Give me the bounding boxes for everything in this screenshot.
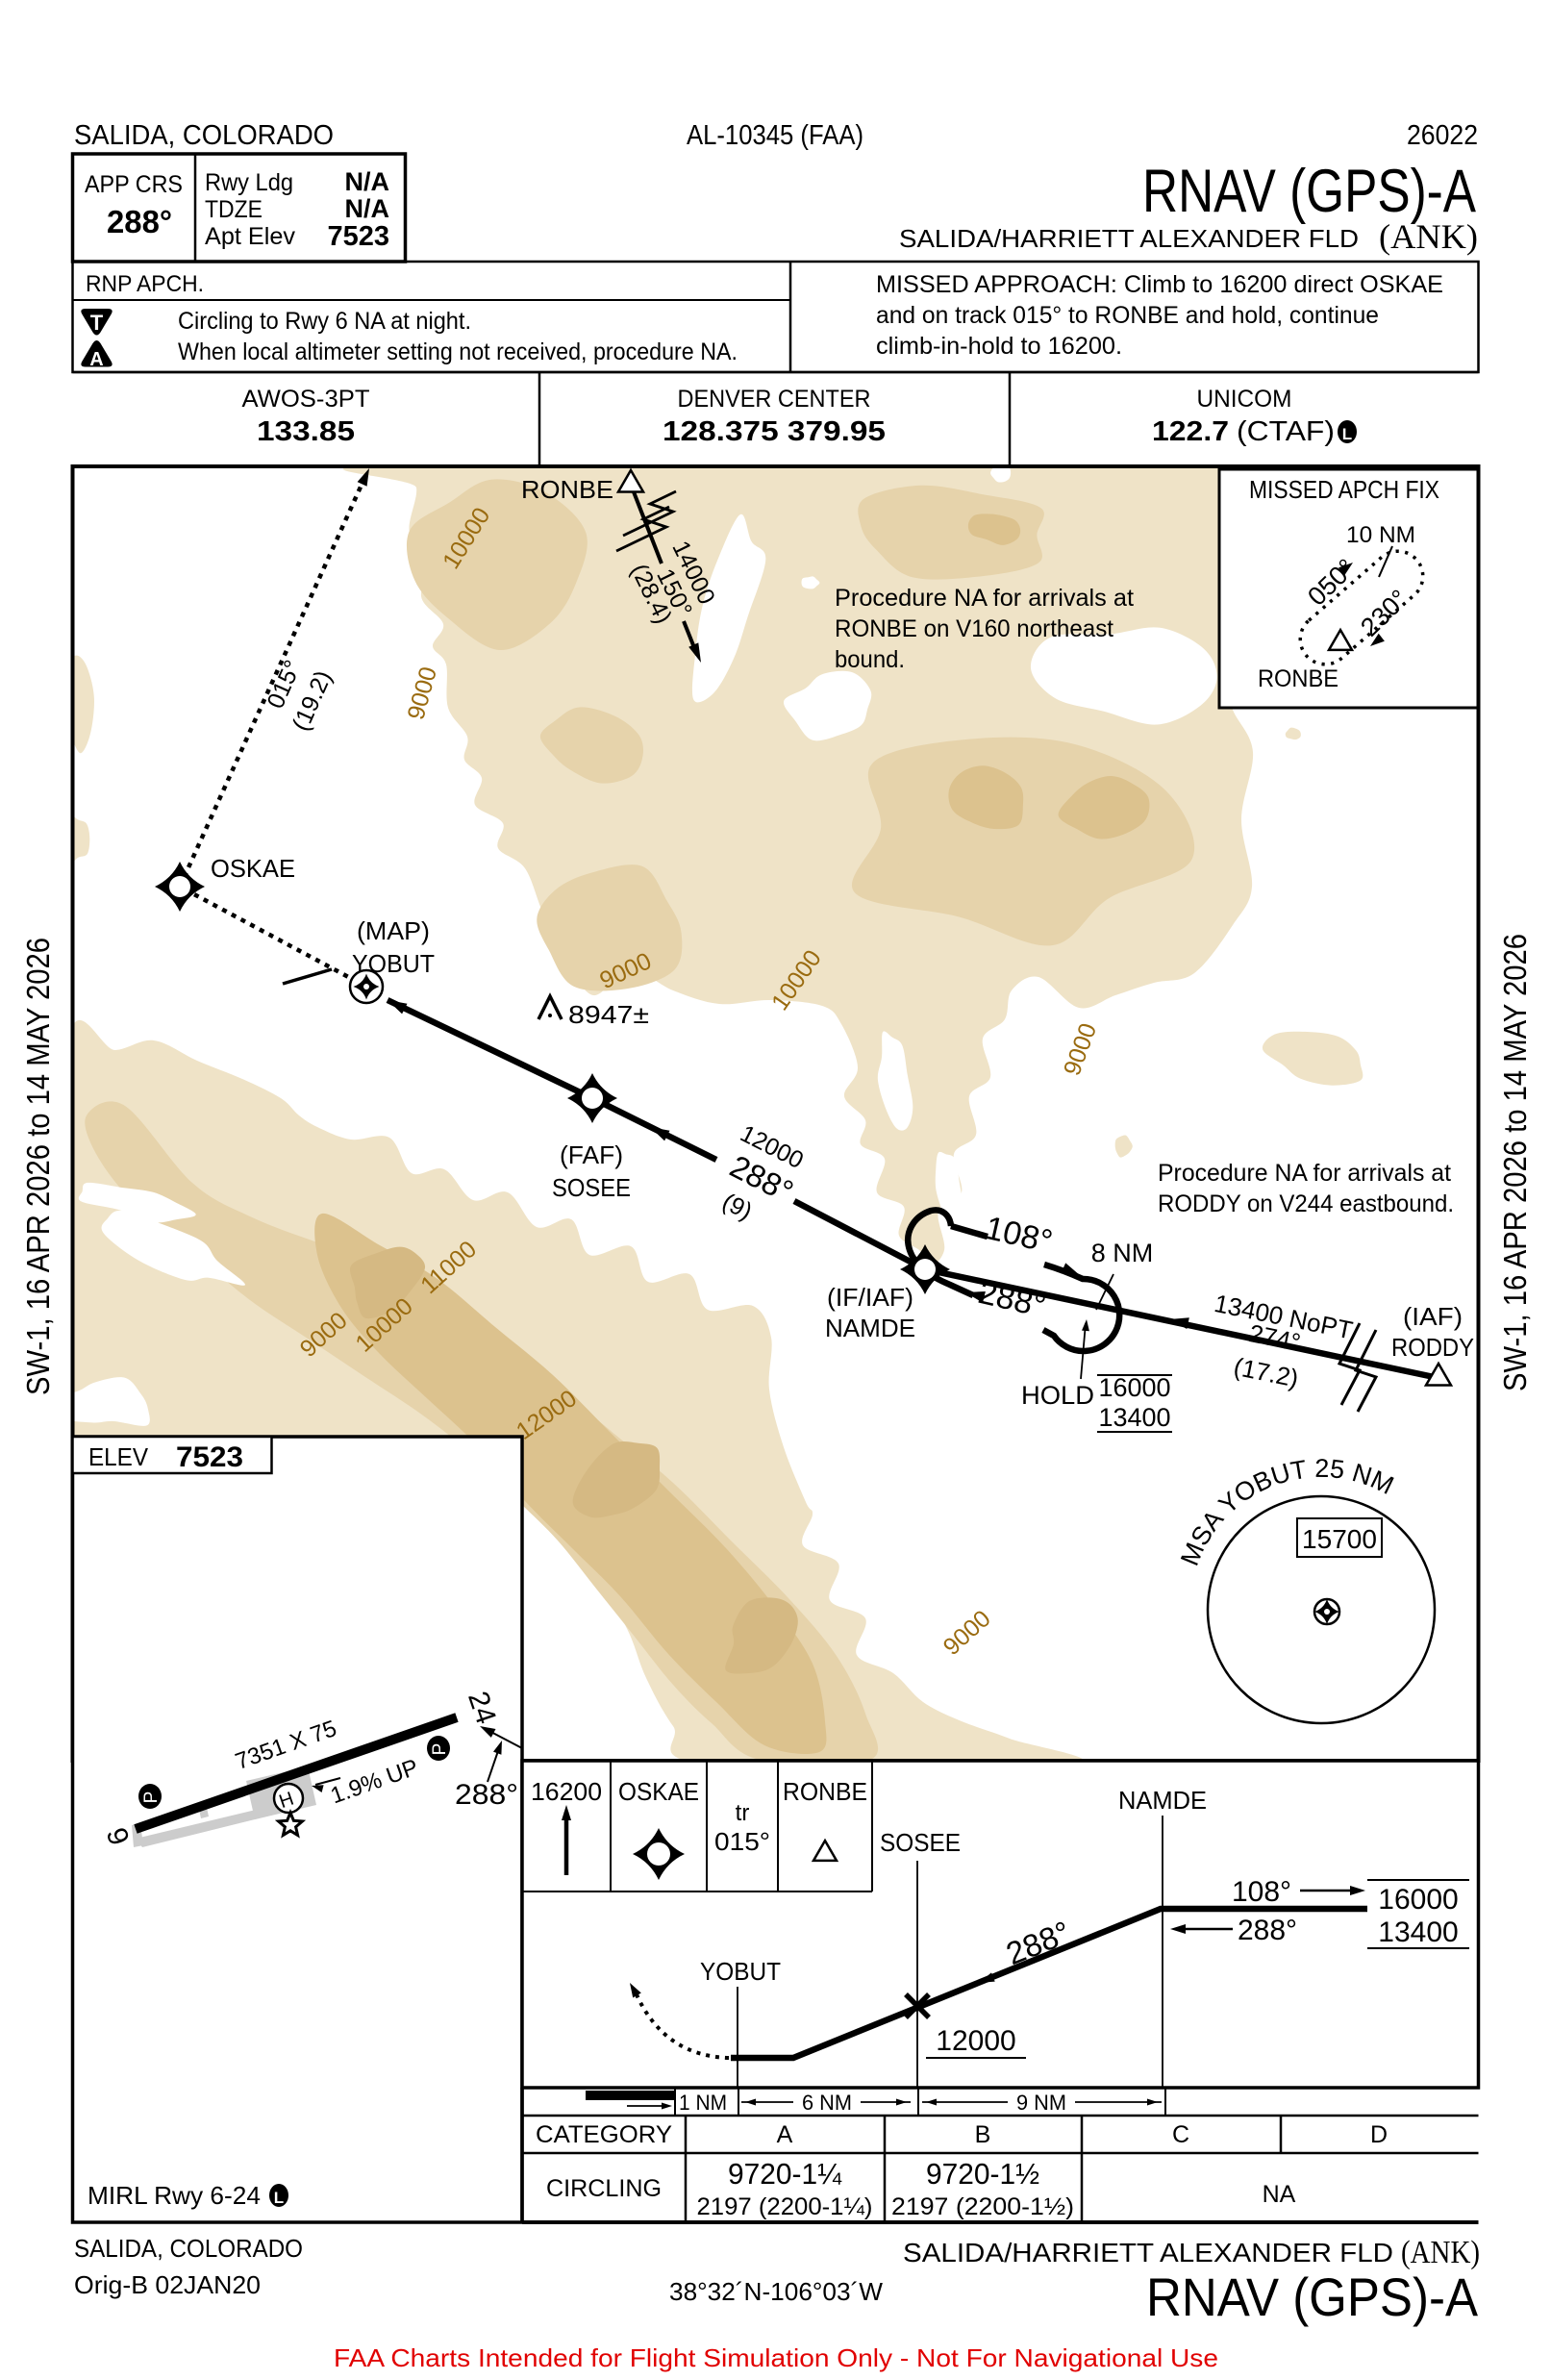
svg-text:9720-1½: 9720-1½ (926, 2157, 1039, 2191)
svg-text:Procedure NA for arrivals at: Procedure NA for arrivals at (835, 585, 1134, 612)
svg-text:A: A (89, 349, 103, 370)
svg-text:2197 (2200-1¼): 2197 (2200-1¼) (697, 2193, 873, 2220)
svg-text:T: T (90, 311, 104, 335)
svg-text:13400: 13400 (1378, 1917, 1458, 1948)
svg-text:N/A: N/A (345, 194, 390, 223)
svg-text:RNAV (GPS)-A: RNAV (GPS)-A (1142, 158, 1476, 225)
svg-text:8 NM: 8 NM (1091, 1239, 1154, 1267)
svg-text:RODDY on V244 eastbound.: RODDY on V244 eastbound. (1158, 1190, 1454, 1217)
svg-text:SW-1, 16 APR 2026 to 14 MAY: SW-1, 16 APR 2026 to 14 MAY 2026 (20, 938, 56, 1395)
svg-text:DENVER CENTER: DENVER CENTER (678, 386, 871, 413)
svg-text:RONBE: RONBE (1258, 665, 1338, 692)
svg-text:7523: 7523 (176, 1441, 243, 1473)
svg-text:(FAF): (FAF) (560, 1140, 623, 1169)
svg-text:HOLD: HOLD (1021, 1381, 1094, 1410)
svg-text:RONBE: RONBE (783, 1777, 867, 1806)
svg-text:H: H (277, 1789, 297, 1814)
svg-text:UNICOM: UNICOM (1197, 386, 1292, 413)
svg-text:6 NM: 6 NM (802, 2091, 852, 2115)
svg-text:26022: 26022 (1407, 120, 1478, 151)
svg-text:(IAF): (IAF) (1403, 1302, 1463, 1331)
svg-text:SW-1, 16 APR 2026 to 14 MAY: SW-1, 16 APR 2026 to 14 MAY 2026 (1497, 934, 1533, 1391)
svg-text:Procedure NA for arrivals at: Procedure NA for arrivals at (1158, 1160, 1451, 1187)
svg-text:ELEV: ELEV (88, 1442, 149, 1471)
svg-text:tr: tr (736, 1800, 750, 1826)
svg-text:NAMDE: NAMDE (825, 1314, 915, 1342)
svg-text:128.375 379.95: 128.375 379.95 (663, 416, 886, 447)
svg-text:Orig-B 02JAN20: Orig-B 02JAN20 (74, 2270, 261, 2299)
svg-text:288°: 288° (107, 204, 172, 239)
svg-text:16000: 16000 (1098, 1373, 1170, 1402)
svg-text:MISSED APCH FIX: MISSED APCH FIX (1249, 475, 1439, 504)
svg-text:133.85: 133.85 (257, 416, 355, 447)
svg-text:and on track 015° to RONBE and: and on track 015° to RONBE and hold, con… (876, 302, 1379, 329)
svg-text:38°32´N-106°03´W: 38°32´N-106°03´W (669, 2277, 883, 2306)
svg-text:15700: 15700 (1302, 1524, 1377, 1554)
svg-text:SOSEE: SOSEE (880, 1828, 961, 1857)
svg-text:N/A: N/A (345, 167, 390, 196)
svg-text:9 NM: 9 NM (1016, 2091, 1066, 2115)
svg-text:TDZE: TDZE (205, 196, 263, 223)
svg-text:P: P (141, 1791, 162, 1804)
svg-text:RODDY: RODDY (1391, 1333, 1474, 1362)
svg-text:(ANK): (ANK) (1401, 2235, 1480, 2270)
svg-text:SALIDA, COLORADO: SALIDA, COLORADO (74, 2234, 303, 2263)
svg-text:When local altimeter setting n: When local altimeter setting not receive… (178, 338, 738, 365)
svg-text:AWOS-3PT: AWOS-3PT (242, 386, 370, 413)
svg-text:YOBUT: YOBUT (700, 1957, 781, 1986)
svg-text:MISSED APPROACH: Climb to 162: MISSED APPROACH: Climb to 16200 direct O… (876, 271, 1443, 298)
svg-text:CATEGORY: CATEGORY (536, 2121, 672, 2148)
svg-text:L: L (274, 2189, 284, 2207)
svg-text:SALIDA/HARRIETT ALEXANDER FLD: SALIDA/HARRIETT ALEXANDER FLD (899, 224, 1359, 253)
svg-text:8947±: 8947± (568, 1000, 649, 1029)
svg-text:D: D (1370, 2121, 1388, 2148)
svg-text:SALIDA, COLORADO: SALIDA, COLORADO (74, 120, 334, 151)
svg-text:12000: 12000 (936, 2025, 1015, 2057)
svg-text:CIRCLING: CIRCLING (546, 2175, 662, 2202)
svg-text:MIRL Rwy 6-24: MIRL Rwy 6-24 (88, 2181, 261, 2210)
svg-text:10 NM: 10 NM (1346, 522, 1415, 548)
svg-text:(IF/IAF): (IF/IAF) (827, 1283, 913, 1312)
svg-text:16200: 16200 (531, 1777, 602, 1806)
svg-text:P: P (430, 1743, 450, 1756)
svg-text:(ANK): (ANK) (1379, 217, 1478, 256)
svg-text:OSKAE: OSKAE (618, 1777, 699, 1806)
svg-text:RONBE: RONBE (521, 475, 613, 504)
svg-text:SOSEE: SOSEE (552, 1173, 631, 1202)
svg-text:bound.: bound. (835, 646, 905, 673)
svg-text:SALIDA/HARRIETT ALEXANDER FLD: SALIDA/HARRIETT ALEXANDER FLD (903, 2238, 1393, 2267)
svg-text:(MAP): (MAP) (357, 916, 430, 945)
svg-text:288°: 288° (1238, 1915, 1297, 1946)
svg-text:AL-10345 (FAA): AL-10345 (FAA) (687, 120, 863, 151)
svg-text:YOBUT: YOBUT (352, 949, 435, 978)
svg-text:1 NM: 1 NM (679, 2091, 727, 2115)
svg-text:015°: 015° (714, 1827, 770, 1856)
svg-text:B: B (975, 2121, 991, 2148)
svg-text:7523: 7523 (327, 221, 389, 252)
svg-text:L: L (1342, 425, 1352, 443)
svg-text:RNAV (GPS)-A: RNAV (GPS)-A (1146, 2267, 1479, 2327)
svg-text:Circling to Rwy 6 NA at night.: Circling to Rwy 6 NA at night. (178, 308, 471, 335)
svg-text:Apt Elev: Apt Elev (205, 223, 295, 250)
svg-text:C: C (1172, 2121, 1189, 2148)
svg-text:Rwy Ldg: Rwy Ldg (205, 169, 293, 196)
svg-text:RONBE on V160 northeast: RONBE on V160 northeast (835, 615, 1113, 642)
svg-text:9720-1¼: 9720-1¼ (728, 2157, 842, 2191)
svg-text:NA: NA (1263, 2181, 1296, 2208)
svg-text:OSKAE: OSKAE (211, 854, 295, 883)
svg-text:2197 (2200-1½): 2197 (2200-1½) (891, 2193, 1074, 2220)
svg-text:RNP APCH.: RNP APCH. (86, 271, 204, 297)
svg-text:288°: 288° (455, 1779, 518, 1811)
svg-text:APP CRS: APP CRS (85, 171, 183, 198)
svg-text:13400: 13400 (1098, 1403, 1170, 1432)
svg-text:16000: 16000 (1378, 1884, 1458, 1916)
svg-text:108°: 108° (1232, 1876, 1291, 1908)
svg-text:climb-in-hold to 16200.: climb-in-hold to 16200. (876, 333, 1122, 360)
svg-text:NAMDE: NAMDE (1118, 1786, 1207, 1815)
svg-text:122.7: 122.7 (1152, 416, 1229, 447)
svg-text:(CTAF): (CTAF) (1237, 416, 1335, 447)
svg-text:FAA Charts Intended for Flight: FAA Charts Intended for Flight Simulatio… (334, 2343, 1218, 2372)
svg-text:A: A (777, 2121, 793, 2148)
